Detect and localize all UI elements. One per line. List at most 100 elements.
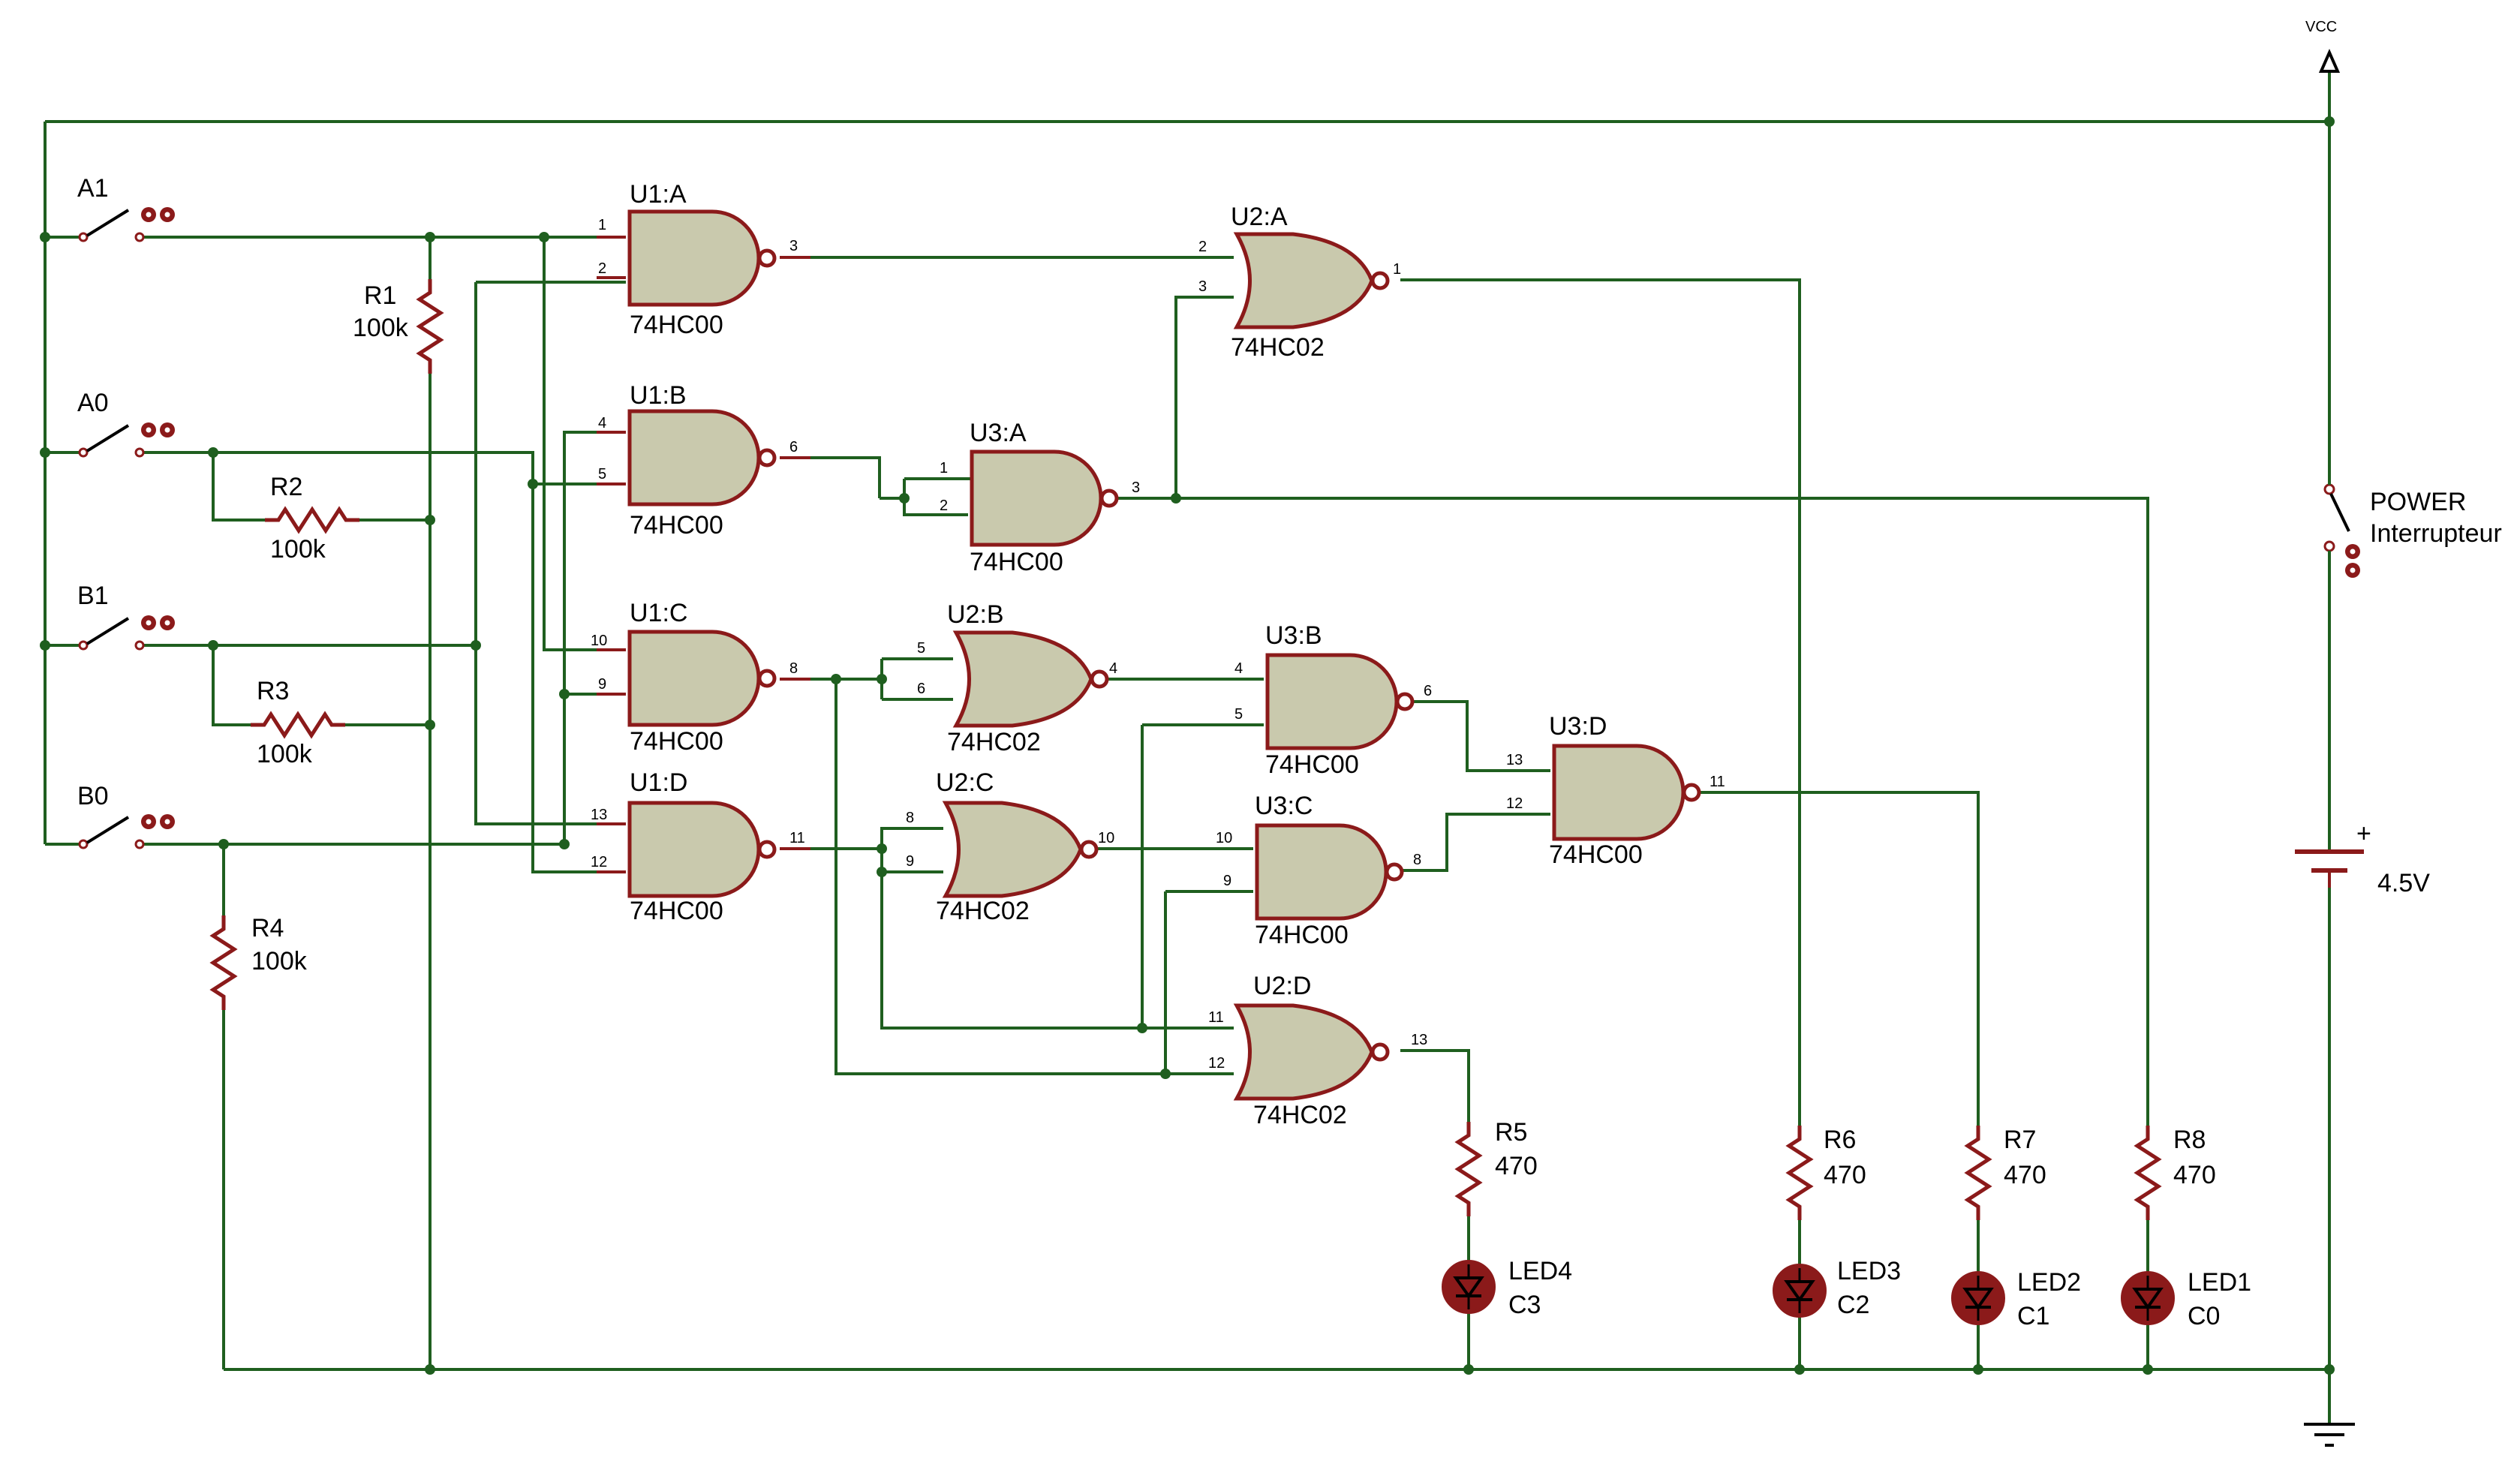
led-label: LED2 [2017,1268,2081,1297]
resistor-value: 100k [251,947,308,975]
pin-label: 11 [1710,774,1725,790]
gate-part: 74HC00 [1265,750,1359,779]
gate-u3-b[interactable]: U3:B 74HC00 4 5 6 [1234,621,1432,779]
gate-label: U2:B [947,600,1004,629]
switch-b0[interactable]: B0 [77,782,176,849]
gate-part: 74HC00 [630,511,723,540]
gate-u3-a[interactable]: U3:A 74HC00 1 2 3 [904,419,1140,576]
switch-label: A1 [77,174,109,203]
gate-label: U1:C [630,599,687,627]
gate-part: 74HC00 [1549,840,1643,869]
pin-label: 12 [591,854,607,870]
gate-u2-d[interactable]: U2:D 74HC02 11 12 13 [1208,972,1427,1129]
power-switch-label: POWER [2370,488,2466,516]
gate-u1-c[interactable]: U1:C 74HC00 10 9 8 [591,599,798,756]
pin-label: 10 [1216,830,1232,846]
gate-label: U1:D [630,768,687,797]
gate-u1-b[interactable]: U1:B 74HC00 4 5 6 [598,381,798,540]
gate-label: U1:A [630,180,687,209]
pin-label: 5 [598,466,606,482]
pin-label: 1 [940,460,948,476]
pin-label: 2 [1198,239,1207,255]
resistor-label: R1 [364,281,396,310]
pin-label: 2 [940,498,948,514]
gate-u2-a[interactable]: U2:A 74HC02 2 3 1 [1198,203,1401,362]
led-4[interactable]: LED4 C3 [1442,1257,1572,1319]
resistor-label: R2 [270,473,302,501]
pin-label: 12 [1506,795,1523,812]
resistor-r6[interactable]: R6 470 [1789,1126,1866,1220]
gate-part: 74HC00 [970,548,1063,576]
switch-label: B1 [77,582,109,610]
pin-label: 8 [1413,852,1421,868]
led-label: LED1 [2188,1268,2251,1297]
gate-part: 74HC02 [1231,333,1325,362]
battery-value: 4.5V [2377,869,2430,897]
pin-label: 1 [1393,261,1401,278]
pin-label: 8 [906,810,914,826]
switch-a1[interactable]: A1 [77,174,176,242]
resistor-label: R4 [251,914,284,942]
battery-plus: + [2356,819,2371,848]
gate-u1-d[interactable]: U1:D 74HC00 13 12 11 [591,768,805,925]
gate-part: 74HC00 [1255,921,1349,949]
pin-label: 2 [598,260,606,277]
led-3[interactable]: LED3 C2 [1773,1257,1901,1319]
gate-label: U2:D [1253,972,1311,1000]
resistor-label: R6 [1824,1126,1856,1154]
pin-label: 3 [1198,278,1207,295]
switch-b1[interactable]: B1 [77,582,176,651]
pin-stubs [597,236,810,873]
resistor-r1[interactable]: R1 100k [353,279,441,374]
resistor-label: R7 [2004,1126,2036,1154]
gate-u3-c[interactable]: U3:C 74HC00 10 9 8 [1216,792,1421,949]
resistor-r8[interactable]: R8 470 [2137,1126,2216,1220]
gate-part: 74HC02 [1253,1101,1347,1129]
resistor-r3[interactable]: R3 100k [251,677,345,768]
gate-u2-b[interactable]: U2:B 74HC02 5 6 4 [917,600,1117,756]
resistor-label: R8 [2173,1126,2206,1154]
junction-dots [40,116,2335,1375]
wires [44,71,2331,1424]
pin-label: 4 [598,415,606,431]
power-switch[interactable]: POWER Interrupteur [2323,476,2502,582]
ground-symbol [2304,1423,2355,1447]
pin-label: 10 [1098,830,1114,846]
pin-label: 5 [917,640,925,657]
gate-label: U2:A [1231,203,1288,231]
resistor-r7[interactable]: R7 470 [1968,1126,2046,1220]
pin-label: 4 [1234,660,1243,677]
battery: + 4.5V [2295,819,2430,897]
switch-label: A0 [77,389,109,417]
vcc-terminal: VCC [2305,19,2341,73]
gate-part: 74HC02 [947,728,1041,756]
gate-u1-a[interactable]: U1:A 74HC00 1 2 3 [598,180,798,339]
resistor-value: 470 [1824,1161,1866,1189]
pin-label: 9 [1223,873,1231,889]
pin-label: 5 [1234,706,1243,723]
gate-part: 74HC00 [630,897,723,925]
led-2[interactable]: LED2 C1 [1951,1268,2081,1330]
gate-part: 74HC00 [630,727,723,756]
pin-label: 1 [598,217,606,233]
pin-label: 13 [1506,752,1523,768]
resistor-r5[interactable]: R5 470 [1458,1118,1538,1216]
pin-label: 10 [591,633,607,649]
gate-u2-c[interactable]: U2:C 74HC02 8 9 10 [906,768,1114,925]
switch-a0[interactable]: A0 [77,389,176,458]
resistor-r2[interactable]: R2 100k [265,473,359,564]
resistor-label: R5 [1495,1118,1527,1147]
led-label: LED3 [1837,1257,1901,1285]
resistor-value: 100k [257,740,313,768]
pin-label: 9 [906,853,914,870]
led-1[interactable]: LED1 C0 [2121,1268,2251,1330]
led-signal: C3 [1508,1291,1541,1319]
pin-label: 6 [917,681,925,697]
resistor-r4[interactable]: R4 100k [213,914,308,1010]
switch-label: B0 [77,782,109,810]
resistor-label: R3 [257,677,289,705]
pin-label: 6 [1424,683,1432,699]
gate-u3-d[interactable]: U3:D 74HC00 13 12 11 [1506,712,1725,869]
gate-label: U3:B [1265,621,1322,650]
